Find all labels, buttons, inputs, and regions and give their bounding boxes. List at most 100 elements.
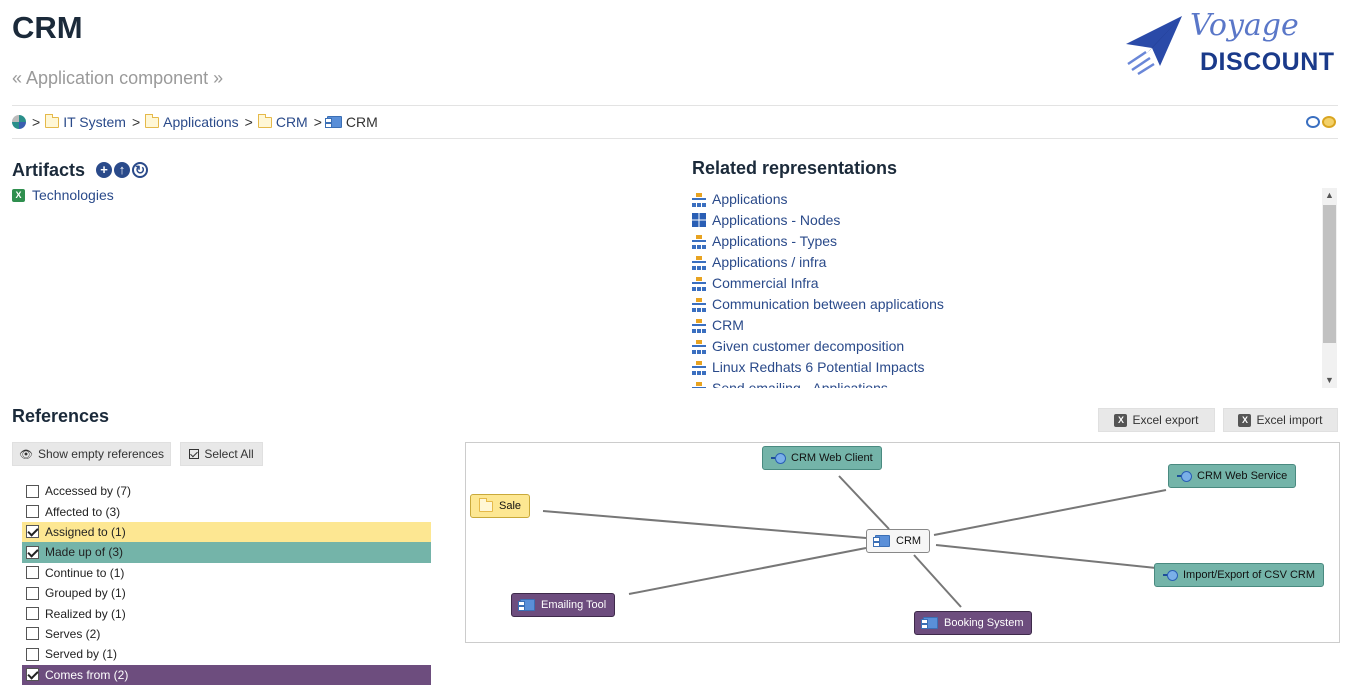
reference-checkbox[interactable] <box>26 647 39 661</box>
reference-checkbox[interactable] <box>26 627 39 641</box>
edge <box>542 510 867 539</box>
divider <box>12 138 1338 139</box>
breadcrumb-item-it-system[interactable]: IT System <box>63 114 126 130</box>
view-toggle-group <box>1306 116 1336 128</box>
list-item[interactable]: Given customer decomposition <box>692 335 1336 356</box>
list-item[interactable]: Commercial Infra <box>692 272 1336 293</box>
related-representations-heading: Related representations <box>692 158 898 178</box>
reference-row[interactable]: Made up of (3) <box>22 542 431 563</box>
excel-icon: X <box>1114 413 1128 427</box>
favorite-navigate-icon[interactable] <box>1322 116 1336 128</box>
refresh-icon[interactable]: ↻ <box>132 162 148 178</box>
artifact-item[interactable]: X Technologies <box>12 187 114 203</box>
graph-edges <box>542 475 1167 608</box>
list-item[interactable]: Applications - Nodes <box>692 209 1336 230</box>
logo-wordmark-top: Voyage <box>1190 8 1299 43</box>
folder-icon <box>45 113 60 128</box>
reference-checkbox[interactable] <box>26 484 39 498</box>
diagram-tree-icon <box>692 255 706 270</box>
graph-node-emailing-tool[interactable]: Emailing Tool <box>511 593 616 617</box>
repository-home-icon[interactable] <box>12 115 26 129</box>
reference-checkbox[interactable] <box>26 545 39 559</box>
list-item[interactable]: Linux Redhats 6 Potential Impacts <box>692 356 1336 377</box>
scroll-thumb[interactable] <box>1323 205 1336 343</box>
interface-icon <box>771 453 786 464</box>
references-list: Accessed by (7) Affected to (3) Assigned… <box>22 481 431 685</box>
reference-row[interactable]: Comes from (2) <box>22 664 431 685</box>
reference-checkbox[interactable] <box>26 566 39 580</box>
edge <box>913 554 962 608</box>
graph-node-import-export-csv[interactable]: Import/Export of CSV CRM <box>1154 563 1325 587</box>
graph-node-crm-web-client[interactable]: CRM Web Client <box>762 446 882 470</box>
scroll-down-icon[interactable]: ▼ <box>1325 375 1334 385</box>
graph-node-crm-center[interactable]: CRM <box>866 529 931 553</box>
brand-logo: Voyage DISCOUNT <box>1122 8 1336 78</box>
diagram-tree-icon <box>692 276 706 291</box>
page-title: CRM <box>12 10 83 45</box>
folder-icon <box>479 497 493 512</box>
diagram-tree-icon <box>692 192 706 207</box>
eye-icon: 👁 <box>18 448 33 461</box>
breadcrumb-item-applications[interactable]: Applications <box>163 114 239 130</box>
graph-node-sale[interactable]: Sale <box>470 494 531 518</box>
list-item[interactable]: Applications <box>692 188 1336 209</box>
reference-row[interactable]: Realized by (1) <box>22 603 431 623</box>
diagram-tree-icon <box>692 318 706 333</box>
artifacts-heading: Artifacts <box>12 160 86 180</box>
references-heading: References <box>12 406 110 426</box>
graph-node-crm-web-service[interactable]: CRM Web Service <box>1168 464 1297 488</box>
page-subtitle: « Application component » <box>12 68 224 88</box>
scroll-up-icon[interactable]: ▲ <box>1325 190 1334 200</box>
list-item[interactable]: Send emailing - Applications <box>692 377 1336 388</box>
relationship-graph[interactable]: CRM Web Client CRM Web Service Sale CRM … <box>465 442 1340 643</box>
reference-row[interactable]: Affected to (3) <box>22 501 431 521</box>
reference-checkbox[interactable] <box>26 586 39 600</box>
add-icon[interactable]: + <box>96 162 112 178</box>
reference-checkbox[interactable] <box>26 525 39 539</box>
excel-icon: X <box>12 188 25 202</box>
list-item[interactable]: Applications - Types <box>692 230 1336 251</box>
folder-icon <box>145 113 160 128</box>
related-list-scrollbar[interactable]: ▲ ▼ <box>1322 188 1337 388</box>
logo-wordmark-bottom: DISCOUNT <box>1200 48 1335 76</box>
upload-icon[interactable]: ↑ <box>114 162 130 178</box>
reference-row[interactable]: Served by (1) <box>22 644 431 664</box>
breadcrumb-item-crm-folder[interactable]: CRM <box>275 114 308 130</box>
excel-import-button[interactable]: X Excel import <box>1223 408 1338 432</box>
excel-export-button[interactable]: X Excel export <box>1098 408 1215 432</box>
reference-row[interactable]: Assigned to (1) <box>22 521 431 543</box>
component-icon <box>518 599 535 611</box>
reference-row[interactable]: Grouped by (1) <box>22 583 431 603</box>
paper-plane-icon <box>1126 16 1182 76</box>
breadcrumb: > IT System > Applications > CRM > CRM <box>12 113 378 130</box>
reference-row[interactable]: Continue to (1) <box>22 563 431 583</box>
artifact-toolbar: + ↑ ↻ <box>96 162 148 178</box>
navigate-icon[interactable] <box>1306 116 1320 128</box>
reference-row[interactable]: Accessed by (7) <box>22 481 431 501</box>
check-square-icon <box>189 449 200 459</box>
edge <box>628 547 867 595</box>
list-item[interactable]: Applications / infra <box>692 251 1336 272</box>
diagram-tree-icon <box>692 234 706 249</box>
select-all-button[interactable]: Select All <box>180 442 263 466</box>
reference-checkbox[interactable] <box>26 607 39 621</box>
folder-icon <box>257 113 272 128</box>
reference-checkbox[interactable] <box>26 505 39 519</box>
edge <box>933 489 1167 536</box>
list-item[interactable]: CRM <box>692 314 1336 335</box>
show-empty-references-button[interactable]: 👁 Show empty references <box>12 442 171 466</box>
edge <box>935 544 1157 569</box>
graph-node-booking-system[interactable]: Booking System <box>914 611 1033 635</box>
component-icon <box>873 535 890 547</box>
reference-row[interactable]: Serves (2) <box>22 624 431 644</box>
reference-checkbox[interactable] <box>26 668 39 682</box>
list-item[interactable]: Communication between applications <box>692 293 1336 314</box>
diagram-tree-icon <box>692 339 706 354</box>
interface-icon <box>1177 471 1192 482</box>
component-icon <box>921 617 938 629</box>
related-representations-list: Applications Applications - Nodes Applic… <box>692 188 1336 388</box>
breadcrumb-item-current: CRM <box>345 114 378 130</box>
excel-icon: X <box>1238 413 1252 427</box>
diagram-tree-icon <box>692 297 706 312</box>
interface-icon <box>1163 570 1178 581</box>
